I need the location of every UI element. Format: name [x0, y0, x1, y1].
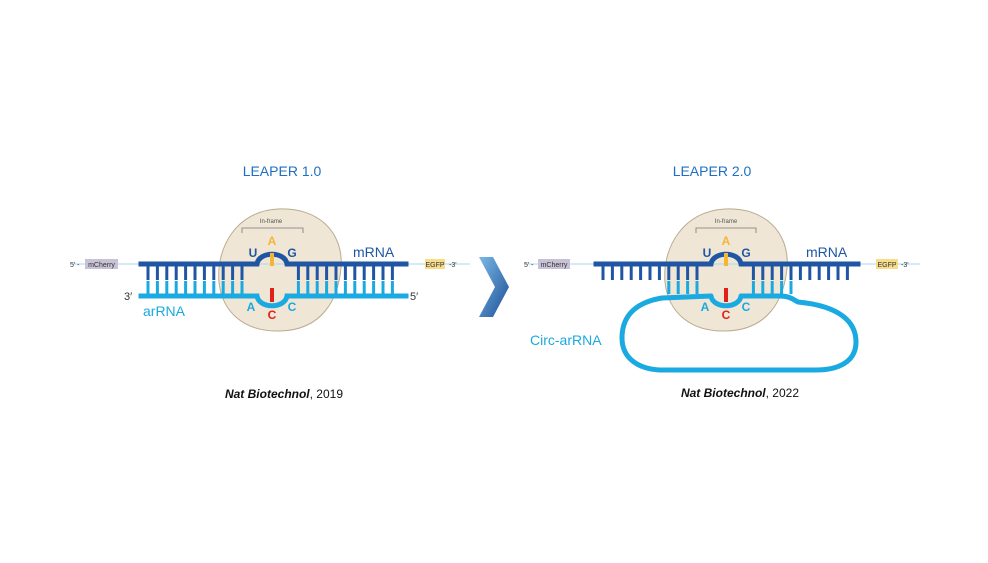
citation: Nat Biotechnol, 2019	[225, 387, 343, 401]
mcherry-box	[85, 259, 118, 269]
arrna-label: arRNA	[143, 303, 186, 319]
leaper-2-panel: LEAPER 2.0 In-frame 5' - mCherry EGFP -3…	[524, 163, 920, 400]
nt-c: C	[288, 300, 297, 314]
mrna-unpaired-bases	[601, 266, 849, 280]
in-frame-bracket	[695, 227, 757, 233]
circ-arrna-label: Circ-arRNA	[530, 332, 602, 348]
chevron-right-icon	[479, 257, 509, 317]
leaper-2-title: LEAPER 2.0	[673, 163, 752, 179]
nt-g: G	[287, 246, 296, 260]
three-prime-label: 3′	[124, 291, 132, 303]
nt-a: A	[722, 234, 731, 248]
mcherry-label: mCherry	[88, 262, 115, 269]
nt-a-lower: A	[701, 300, 710, 314]
nt-c-red: C	[722, 308, 731, 322]
leaper-1-title: LEAPER 1.0	[243, 163, 322, 179]
base-pair-rungs	[146, 266, 394, 294]
five-prime-label-mcherry: 5' -	[524, 262, 534, 269]
nt-c-red: C	[268, 308, 277, 322]
in-frame-label: In-frame	[260, 219, 283, 225]
mrna-label: mRNA	[353, 244, 395, 260]
mrna-label: mRNA	[806, 244, 848, 260]
ribosome-shape	[664, 208, 788, 332]
egfp-box	[425, 259, 445, 269]
nt-u: U	[703, 246, 712, 260]
leaper-1-panel: LEAPER 1.0 In-frame 5' - mCherry EGFP -3…	[70, 163, 470, 401]
egfp-label: EGFP	[425, 262, 444, 269]
five-prime-label: 5′	[410, 291, 418, 303]
nt-u: U	[249, 246, 258, 260]
nt-a: A	[268, 234, 277, 248]
egfp-box	[876, 259, 898, 269]
three-prime-label-egfp: -3'	[901, 262, 909, 269]
citation: Nat Biotechnol, 2022	[681, 386, 799, 400]
citation-journal: Nat Biotechnol	[681, 386, 766, 400]
mcherry-box	[538, 259, 570, 269]
nt-a-lower: A	[247, 300, 256, 314]
base-pair-rungs	[667, 266, 793, 294]
nt-c: C	[742, 300, 751, 314]
five-prime-label-mcherry: 5' -	[70, 262, 80, 269]
circ-arrna-loop	[619, 293, 859, 373]
arrna-strand	[138, 293, 409, 309]
citation-year: , 2022	[766, 386, 800, 400]
mcherry-label: mCherry	[541, 262, 568, 269]
citation-journal: Nat Biotechnol	[225, 387, 310, 401]
in-frame-bracket	[241, 227, 304, 233]
nt-g: G	[741, 246, 750, 260]
egfp-label: EGFP	[877, 262, 896, 269]
ribosome-shape	[218, 208, 342, 332]
citation-year: , 2019	[310, 387, 344, 401]
in-frame-label: In-frame	[715, 219, 738, 225]
three-prime-label-egfp: -3'	[449, 262, 457, 269]
